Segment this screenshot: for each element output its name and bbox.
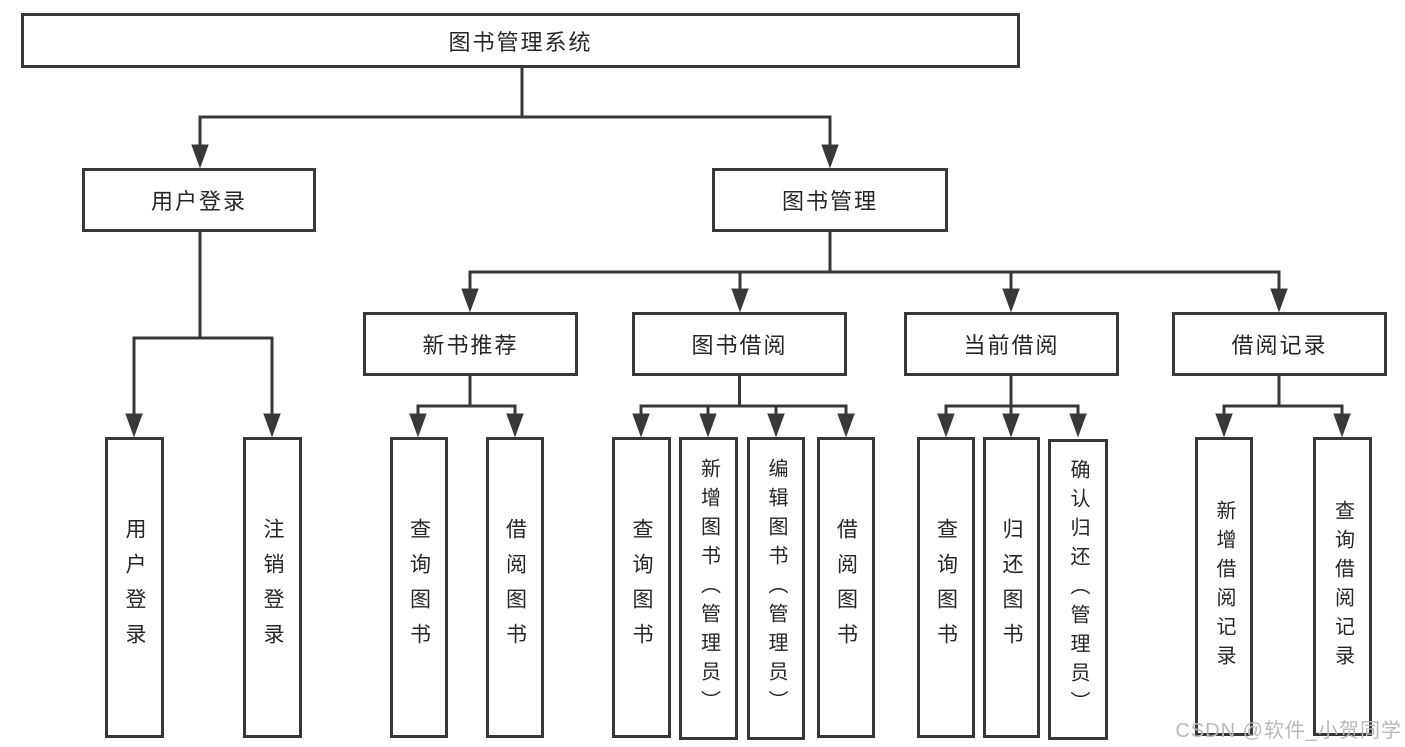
leaf-query-books-2: 查询图书 [612,437,671,738]
node-user-login-label: 用户登录 [150,189,247,214]
connector-records-children [1215,376,1351,438]
node-borrowing-records-label: 借阅记录 [1231,333,1328,358]
connector-borrow-children [632,376,855,438]
leaf-logout: 注销登录 [243,437,302,738]
leaf-query-books-1: 查询图书 [390,437,448,738]
leaf-borrow-books-1: 借阅图书 [486,437,544,738]
leaf-confirm-return-admin-label: 确认归还（管理员） [1067,459,1089,720]
connector-new-books-children [409,376,524,438]
leaf-user-login: 用户登录 [105,437,164,738]
leaf-return-books: 归还图书 [983,437,1040,738]
leaf-return-books-label: 归还图书 [1000,517,1023,658]
node-new-book-recommendation: 新书推荐 [363,312,578,376]
leaf-borrow-books-2-label: 借阅图书 [834,517,858,658]
leaf-query-borrow-record-label: 查询借阅记录 [1331,499,1354,674]
leaf-edit-book-admin: 编辑图书（管理员） [747,437,805,740]
node-borrowing-records: 借阅记录 [1172,312,1387,376]
leaf-add-book-admin-label: 新增图书（管理员） [697,458,720,719]
connector-current-children [937,376,1087,438]
node-book-borrowing-label: 图书借阅 [691,333,788,358]
leaf-user-login-label: 用户登录 [123,517,146,658]
leaf-query-books-2-label: 查询图书 [630,517,653,658]
node-new-book-recommendation-label: 新书推荐 [422,333,519,358]
leaf-add-book-admin: 新增图书（管理员） [679,437,738,740]
leaf-query-books-3: 查询图书 [917,437,975,738]
connector-book-mgmt-children [461,232,1288,313]
leaf-add-borrow-record-label: 新增借阅记录 [1213,499,1235,674]
node-current-borrowing: 当前借阅 [904,312,1119,376]
leaf-query-borrow-record: 查询借阅记录 [1313,437,1372,736]
node-book-borrowing: 图书借阅 [632,312,847,376]
leaf-logout-label: 注销登录 [261,517,284,658]
node-book-management-label: 图书管理 [781,189,878,214]
leaf-confirm-return-admin: 确认归还（管理员） [1048,439,1108,740]
leaf-borrow-books-2: 借阅图书 [817,437,875,738]
node-library-system-label: 图书管理系统 [448,29,593,55]
connector-user-login-children [125,232,281,438]
connector-root-to-level2 [191,68,839,169]
leaf-edit-book-admin-label: 编辑图书（管理员） [765,458,787,719]
leaf-borrow-books-1-label: 借阅图书 [503,517,527,658]
watermark-text: CSDN @软件_小贺同学 [1175,720,1402,742]
node-library-system: 图书管理系统 [21,13,1020,68]
leaf-query-books-1-label: 查询图书 [407,517,431,658]
leaf-query-books-3-label: 查询图书 [934,517,958,658]
node-book-management: 图书管理 [712,168,948,232]
leaf-add-borrow-record: 新增借阅记录 [1195,437,1253,736]
node-user-login: 用户登录 [82,168,316,232]
node-current-borrowing-label: 当前借阅 [963,333,1060,358]
